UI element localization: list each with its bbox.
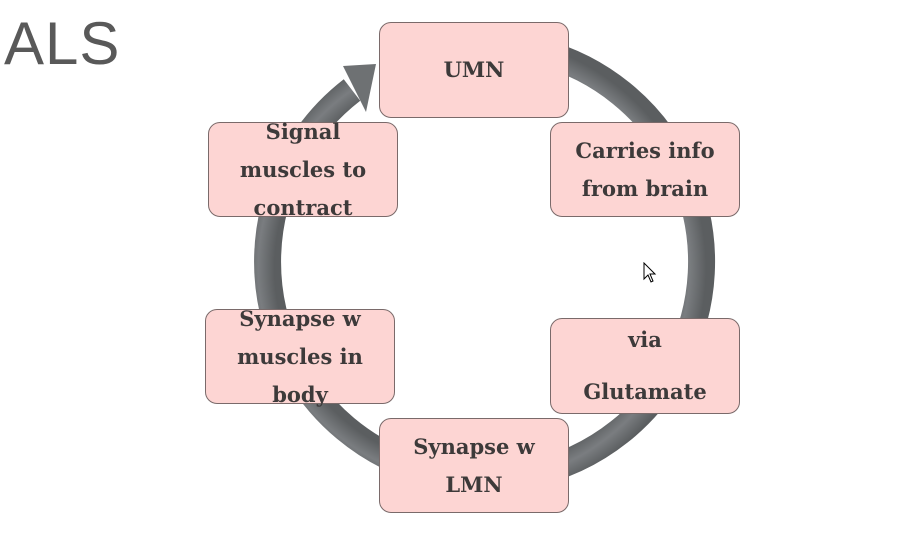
cycle-node-label: Synapse w LMN — [413, 433, 535, 497]
cycle-node-label: Signal muscles to contract — [239, 118, 367, 220]
cycle-node-synapse-muscles: Synapse w muscles in body — [205, 306, 395, 407]
cycle-node-signal-muscles: Signal muscles to contract — [208, 119, 398, 220]
arrowhead-icon — [343, 64, 376, 112]
mouse-pointer-icon — [643, 262, 657, 283]
cycle-node-umn: UMN — [379, 22, 569, 118]
slide-title: ALS — [4, 10, 121, 77]
cycle-node-label: Carries info from brain — [575, 137, 715, 201]
cycle-node-synapse-lmn: Synapse w LMN — [379, 418, 569, 513]
cycle-node-label: via Glutamate — [583, 327, 707, 404]
cycle-node-via-glutamate: via Glutamate — [550, 318, 740, 414]
cycle-node-label: UMN — [443, 57, 505, 82]
cycle-node-label: Synapse w muscles in body — [237, 305, 363, 407]
cycle-node-carries-info: Carries info from brain — [550, 122, 740, 217]
